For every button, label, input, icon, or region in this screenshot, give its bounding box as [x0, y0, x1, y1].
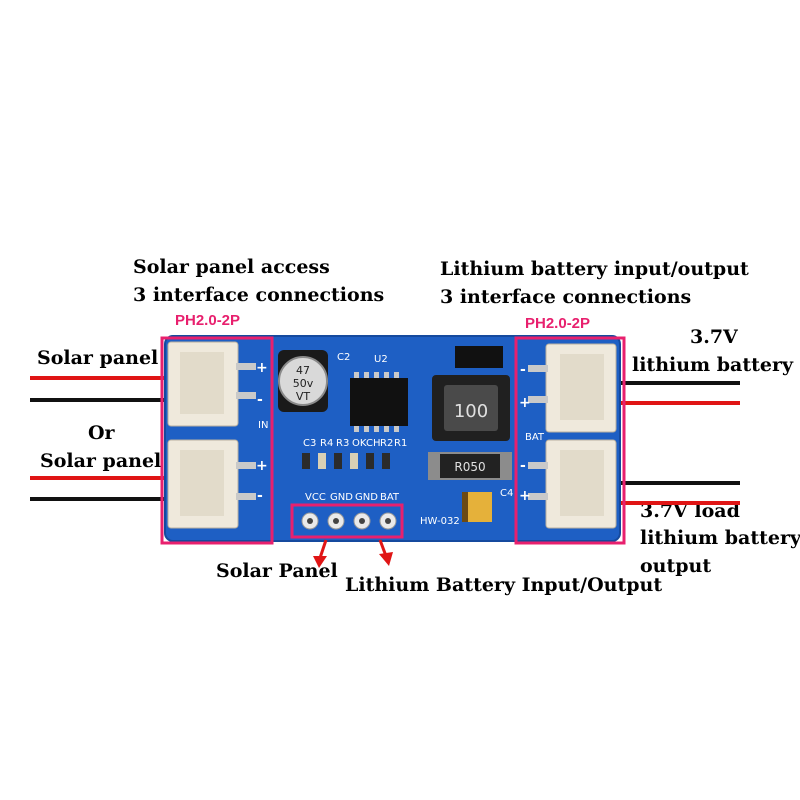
solar-access-subtitle: 3 interface connections: [133, 284, 385, 306]
connector-type-right: PH2.0-2P: [525, 315, 591, 332]
diode: [455, 346, 503, 368]
solar-panel-label-top: Solar panel: [37, 347, 159, 369]
svg-text:+: +: [256, 458, 268, 474]
silk-c4: C4: [500, 488, 513, 499]
right-connector-top: [528, 343, 617, 433]
svg-text:+: +: [519, 488, 531, 504]
smd-components: [302, 453, 390, 469]
inductor-marking: 100: [454, 401, 488, 422]
svg-text:-: -: [257, 392, 263, 408]
silk-pin-vcc: VCC: [305, 492, 326, 503]
silk-ch: CH: [366, 438, 381, 449]
right-connector-highlight: [514, 336, 626, 545]
load-type-label: lithium battery: [640, 527, 800, 549]
arrow-lithium-pin: [378, 539, 393, 566]
left-connector-bottom: [167, 439, 256, 529]
pin-header: [290, 503, 404, 539]
resistor-marking: R050: [454, 460, 485, 474]
arrow-solar-pin: [313, 539, 328, 568]
or-label: Or: [88, 422, 115, 444]
cap-voltage: 50v: [293, 377, 314, 390]
u2-chip: [350, 378, 408, 426]
silk-r1: R1: [394, 438, 407, 449]
silk-pin-gnd-2: GND: [355, 492, 378, 503]
svg-text:-: -: [520, 362, 526, 378]
silk-pin-bat: BAT: [380, 492, 400, 503]
silk-c2: C2: [337, 352, 350, 363]
battery-voltage-label: 3.7V: [690, 326, 738, 348]
battery-type-label: lithium battery: [632, 354, 794, 376]
lithium-io-title: Lithium battery input/output: [440, 258, 749, 280]
silk-r3: R3: [336, 438, 349, 449]
svg-text:-: -: [257, 488, 263, 504]
connector-type-left: PH2.0-2P: [175, 312, 241, 329]
cap-series: VT: [296, 390, 311, 403]
lithium-io-subtitle: 3 interface connections: [440, 286, 692, 308]
silk-pin-gnd-1: GND: [330, 492, 353, 503]
silk-r4: R4: [320, 438, 333, 449]
silk-model: HW-032: [420, 516, 460, 527]
load-voltage-label: 3.7V load: [640, 500, 740, 522]
left-connector-top: [167, 341, 256, 427]
svg-text:+: +: [256, 360, 268, 376]
inductor: 100: [432, 375, 510, 441]
silk-bat: BAT: [525, 432, 545, 443]
solar-access-title: Solar panel access: [133, 256, 330, 278]
svg-text:-: -: [520, 458, 526, 474]
silk-ok: OK: [352, 438, 367, 449]
silk-u2: U2: [374, 354, 388, 365]
pin-solar-label: Solar Panel: [216, 560, 338, 582]
right-connector-bottom: [528, 439, 617, 529]
silk-c3: C3: [303, 438, 316, 449]
pin-lithium-label: Lithium Battery Input/Output: [345, 574, 663, 596]
load-output-label: output: [640, 555, 712, 577]
solar-panel-label-bottom: Solar panel: [40, 450, 162, 472]
left-connector-highlight: [160, 336, 274, 545]
silk-in: IN: [258, 420, 268, 431]
electrolytic-capacitor: 47 50v VT: [278, 350, 328, 412]
silk-r2: R2: [380, 438, 393, 449]
svg-text:+: +: [519, 395, 531, 411]
shunt-resistor: R050: [428, 452, 512, 480]
cap-value: 47: [296, 364, 310, 377]
pin-header-highlight: [290, 503, 404, 539]
